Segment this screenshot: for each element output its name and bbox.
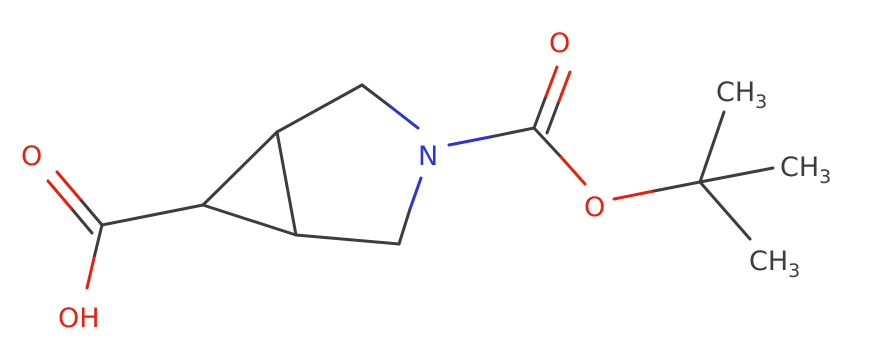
bond-acid-coh <box>92 223 104 260</box>
bond-cq-me2 <box>698 166 775 184</box>
bond-n-ccarb <box>488 126 536 139</box>
methyl-3-subscript: 3 <box>788 260 800 282</box>
bond-c2-n <box>360 83 393 109</box>
methyl-group-3: CH3 <box>749 246 800 282</box>
methyl-group-1: CH3 <box>716 77 767 113</box>
bond-acid-coh-o <box>85 256 96 290</box>
bond-carb-co-a <box>532 94 548 130</box>
bond-ccarb-oester <box>532 126 563 159</box>
bond-acid-co-a-o <box>55 170 82 201</box>
bond-carb-co-b-o <box>557 70 572 103</box>
bond-c5-c4 <box>294 233 401 246</box>
methyl-group-2: CH3 <box>780 152 831 188</box>
bond-cq-me3 <box>698 180 752 241</box>
bond-c6-c5 <box>201 203 298 237</box>
bond-acid-co-b <box>69 206 94 235</box>
bond-ccarb-oester-o <box>559 155 587 186</box>
bond-c4-n-colored <box>408 176 423 211</box>
bond-c1-c2 <box>275 83 364 134</box>
methyl-2-ch: CH <box>780 152 819 183</box>
methyl-1-ch: CH <box>716 77 755 108</box>
bond-acid-co-a <box>78 197 104 227</box>
bond-c4-n <box>397 207 412 246</box>
bond-carb-co-b <box>545 99 561 135</box>
bond-c6-cacid <box>100 203 205 227</box>
bond-oester-cq <box>652 180 702 193</box>
atom-oh-acid: OH <box>58 303 100 334</box>
methyl-3-ch: CH <box>749 246 788 277</box>
bond-c1-c5 <box>275 130 298 237</box>
atom-o-acid-carbonyl: O <box>21 141 42 172</box>
bond-carb-co-a-o <box>544 65 559 98</box>
bond-n-ccarb-colored <box>447 135 492 147</box>
methyl-1-subscript: 3 <box>755 91 767 113</box>
bond-acid-co-b-o <box>46 179 73 210</box>
methyl-2-subscript: 3 <box>819 166 831 188</box>
bond-c2-n-colored <box>389 105 420 130</box>
atom-nitrogen: N <box>418 141 438 172</box>
atom-o-boc-carbonyl: O <box>549 28 570 59</box>
bond-oester-cq-o <box>612 189 656 201</box>
bond-c6-c1 <box>201 130 279 207</box>
bond-cq-me1 <box>698 110 726 184</box>
atom-o-ester: O <box>584 192 605 223</box>
